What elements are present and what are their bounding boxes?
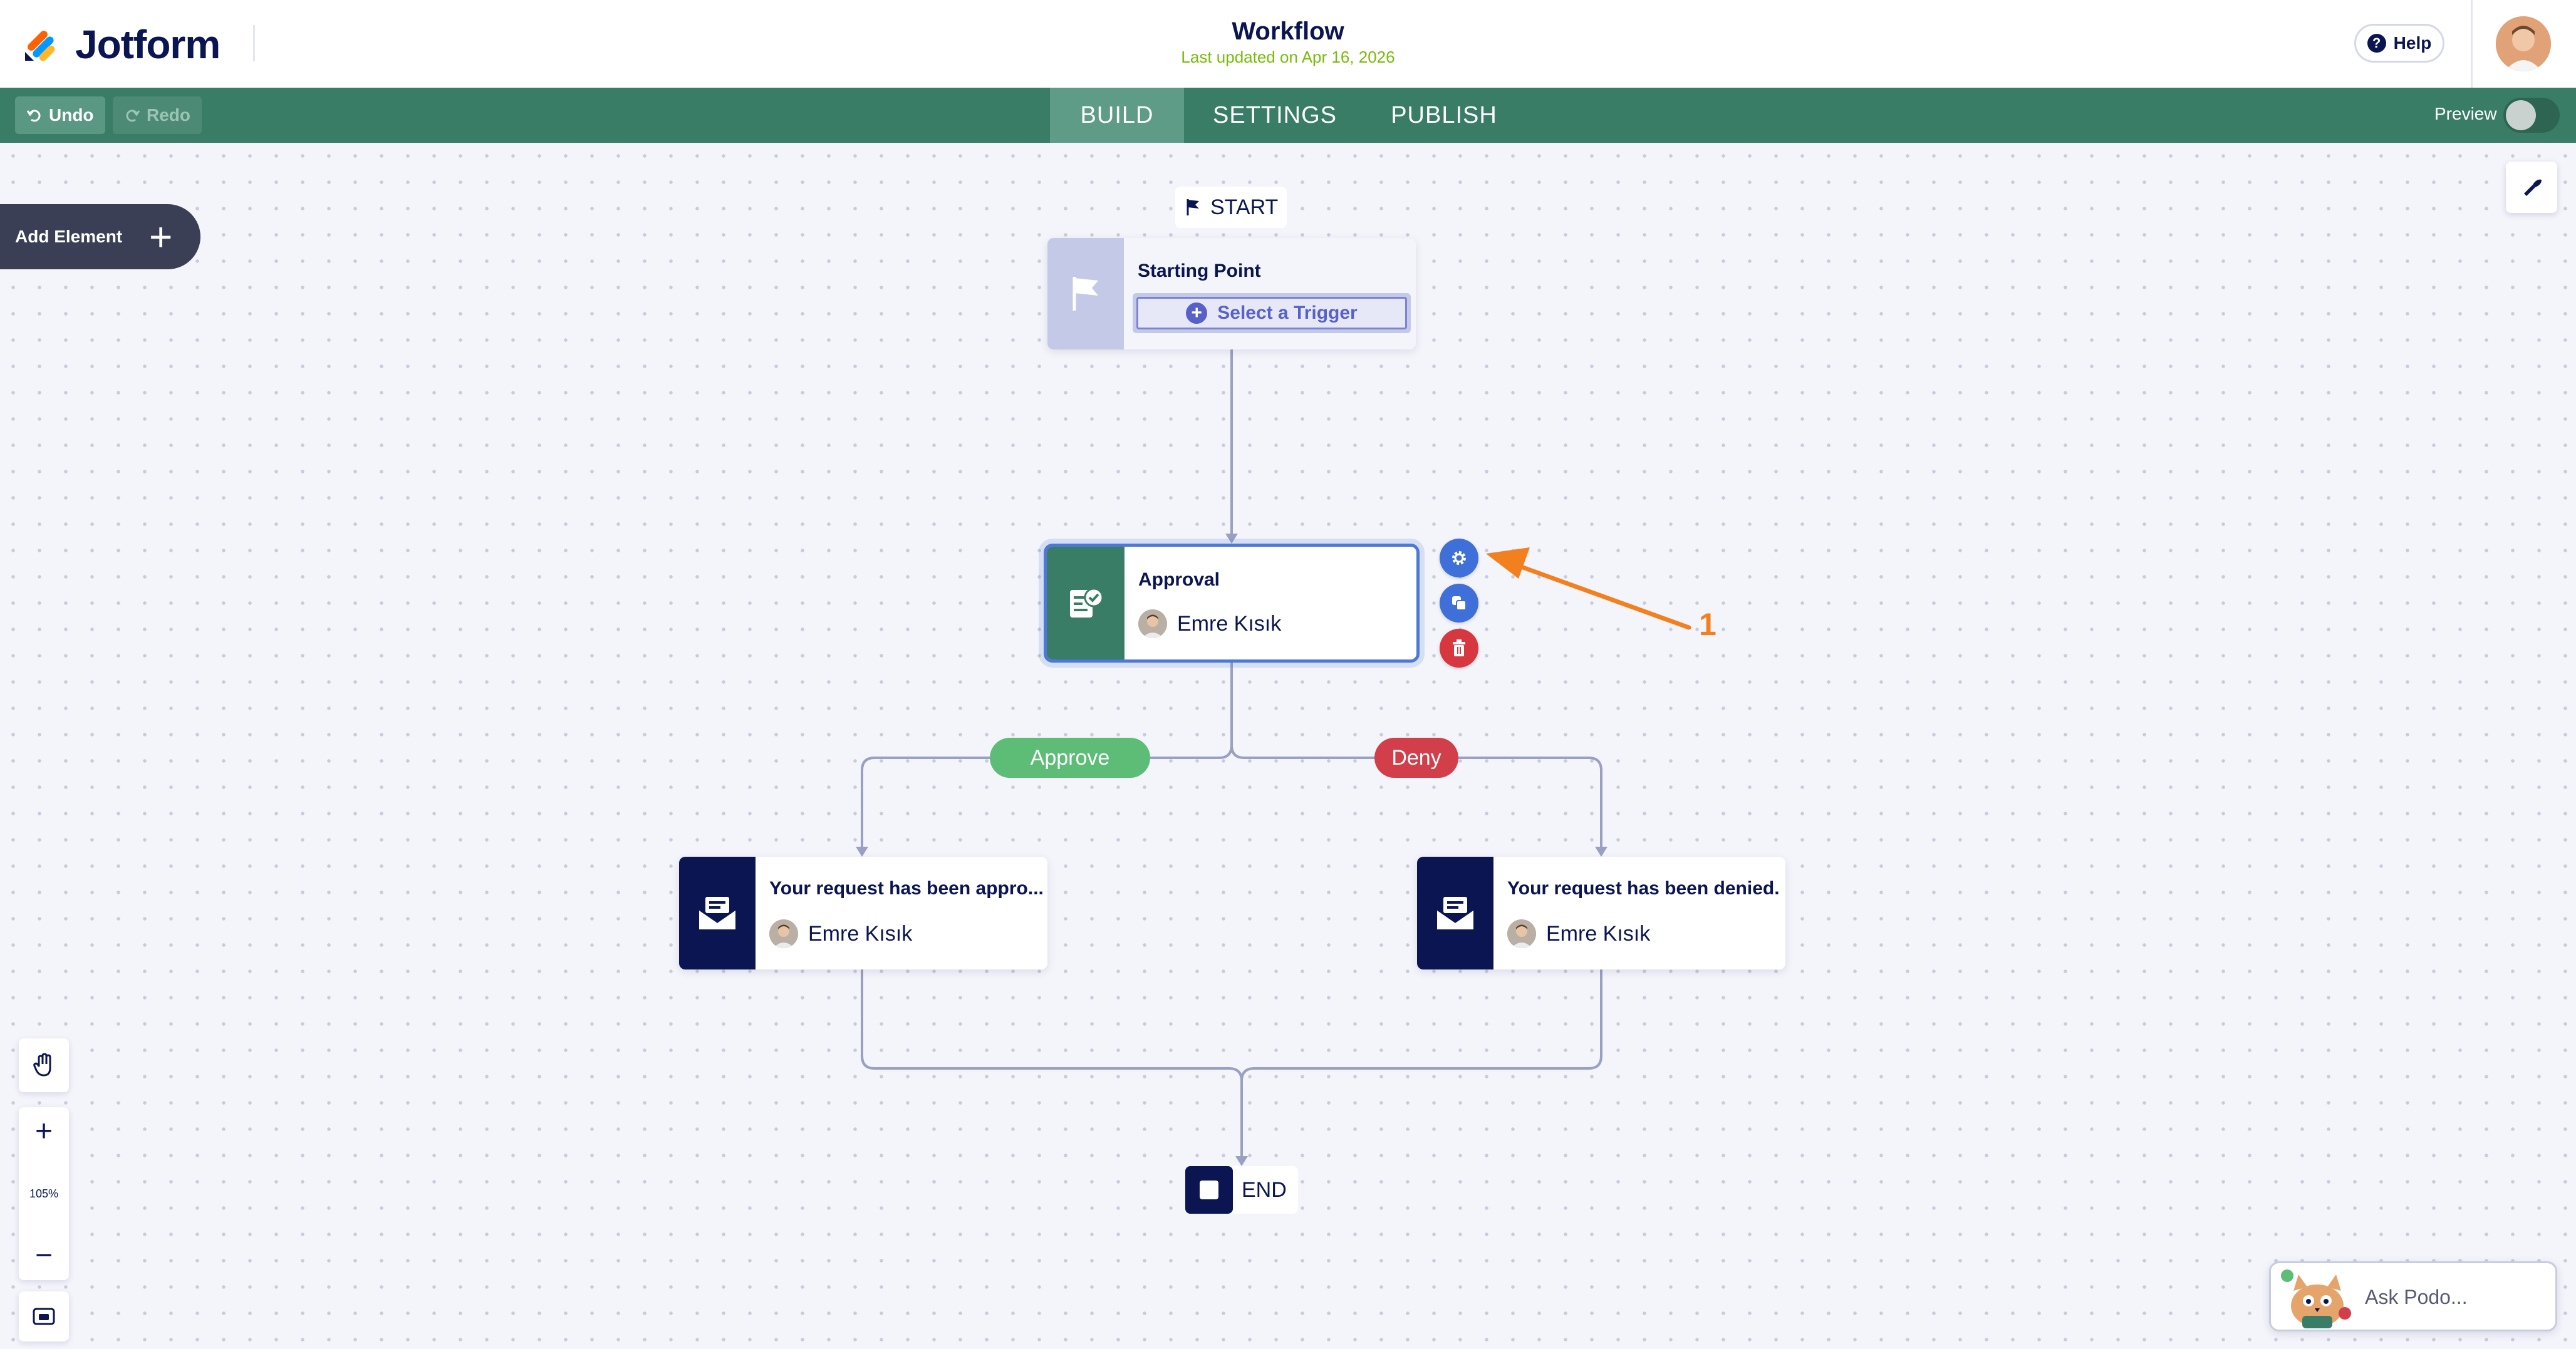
builder-toolbar: Undo Redo BUILD SETTINGS PUBLISH	[0, 88, 2576, 143]
start-label-text: START	[1210, 195, 1279, 219]
delete-node-button[interactable]	[1440, 629, 1478, 668]
select-trigger-inner: + Select a Trigger	[1136, 297, 1407, 329]
select-trigger-label: Select a Trigger	[1217, 302, 1358, 323]
assignee-avatar	[1138, 609, 1167, 638]
flag-icon	[1187, 199, 1199, 215]
user-avatar[interactable]	[2496, 16, 2551, 71]
help-label: Help	[2393, 33, 2432, 53]
starting-point-title: Starting Point	[1138, 261, 1261, 281]
header-divider-right	[2471, 0, 2473, 88]
approved-email-title: Your request has been appro...	[769, 878, 1044, 899]
select-trigger-button[interactable]: + Select a Trigger	[1133, 293, 1411, 333]
approval-check-icon	[1070, 587, 1104, 618]
end-label: END	[1185, 1166, 1298, 1214]
approve-branch-label[interactable]: Approve	[990, 738, 1150, 778]
approval-icon-panel	[1047, 547, 1124, 659]
workflow-title-block: Workflow Last updated on Apr 16, 2026	[1100, 16, 1476, 68]
plus-circle-icon: +	[1186, 302, 1208, 324]
tab-build[interactable]: BUILD	[1050, 88, 1184, 143]
undo-label: Undo	[49, 105, 94, 125]
duplicate-node-button[interactable]	[1440, 584, 1478, 623]
zoom-level: 105%	[29, 1187, 59, 1200]
ask-podo-assistant[interactable]: Ask Podo...	[2269, 1261, 2557, 1331]
denied-email-assignee-name: Emre Kısık	[1546, 921, 1651, 946]
end-label-text: END	[1242, 1177, 1287, 1202]
duplicate-icon	[1452, 596, 1467, 611]
annotation-arrow	[1486, 547, 1691, 630]
deny-branch-label[interactable]: Deny	[1374, 738, 1458, 778]
approval-assignee: Emre Kısık	[1138, 609, 1281, 638]
starting-point-node[interactable]: Starting Point + Select a Trigger	[1047, 238, 1416, 349]
arrowhead-denied	[1595, 847, 1607, 857]
ask-podo-label: Ask Podo...	[2365, 1286, 2468, 1308]
redo-button[interactable]: Redo	[113, 96, 202, 134]
tab-publish[interactable]: PUBLISH	[1391, 101, 1497, 128]
start-label: START	[1175, 187, 1287, 228]
avatar-image	[2496, 16, 2551, 71]
zoom-controls: + 105% −	[19, 1038, 69, 1341]
minimap-icon	[33, 1308, 55, 1325]
gear-icon	[1452, 551, 1466, 565]
approved-email-assignee: Emre Kısık	[769, 919, 912, 948]
last-updated-text: Last updated on Apr 16, 2026	[1181, 48, 1395, 66]
minimap-button[interactable]	[19, 1291, 69, 1341]
page-title[interactable]: Workflow	[1232, 18, 1344, 45]
annotation-number: 1	[1699, 607, 1716, 642]
arrowhead-approval	[1225, 534, 1238, 544]
jotform-logo-icon	[25, 31, 55, 61]
arrowhead-end	[1235, 1156, 1248, 1166]
paint-brush-icon	[2524, 179, 2542, 196]
assignee-avatar	[1507, 919, 1536, 948]
assignee-avatar	[769, 919, 798, 948]
denied-email-title: Your request has been denied.	[1507, 878, 1780, 899]
arrowhead-approved	[856, 847, 868, 857]
podo-mascot-icon	[2281, 1269, 2351, 1328]
envelope-icon	[699, 897, 736, 929]
undo-button[interactable]: Undo	[15, 96, 105, 134]
zoom-out-button[interactable]: −	[34, 1239, 53, 1272]
node-settings-button[interactable]	[1440, 539, 1478, 577]
add-element-button[interactable]: Add Element +	[0, 204, 200, 269]
trash-icon	[1453, 639, 1465, 656]
flag-icon	[1072, 277, 1098, 311]
jotform-logo[interactable]: Jotform	[21, 19, 221, 70]
starting-point-icon-panel	[1047, 238, 1124, 349]
preview-toggle[interactable]	[2503, 98, 2560, 133]
approval-node[interactable]: Approval Emre Kısık	[1044, 544, 1420, 663]
tab-settings[interactable]: SETTINGS	[1212, 101, 1337, 128]
denied-email-node[interactable]: Your request has been denied. Emre Kısık	[1417, 857, 1785, 969]
stop-icon	[1185, 1166, 1233, 1214]
question-circle-icon: ?	[2367, 34, 2386, 53]
top-bar: Jotform Workflow Last updated on Apr 16,…	[0, 0, 2576, 88]
approved-email-node[interactable]: Your request has been appro... Emre Kısı…	[679, 857, 1047, 969]
denied-email-assignee: Emre Kısık	[1507, 919, 1650, 948]
email-icon-panel	[1417, 857, 1493, 969]
zoom-box: + 105% −	[19, 1107, 69, 1280]
zoom-in-button[interactable]: +	[34, 1115, 53, 1148]
connector-deny-branch	[1230, 745, 1602, 849]
email-icon-panel	[679, 857, 756, 969]
theme-tool-button[interactable]	[2506, 162, 2557, 213]
approval-title: Approval	[1138, 569, 1220, 590]
connector-approved-end	[861, 969, 1243, 1159]
pan-tool-button[interactable]	[19, 1038, 69, 1092]
preview-toggle-knob	[2506, 100, 2536, 130]
logo-text: Jotform	[75, 22, 221, 67]
connector-denied-end	[1240, 969, 1602, 1082]
approval-assignee-name: Emre Kısık	[1177, 611, 1282, 636]
hand-icon	[33, 1053, 51, 1077]
header-divider	[253, 25, 255, 61]
add-element-label: Add Element	[15, 227, 123, 246]
plus-icon: +	[149, 214, 173, 259]
redo-label: Redo	[147, 105, 190, 125]
approved-email-assignee-name: Emre Kısık	[808, 921, 913, 946]
envelope-icon	[1436, 897, 1474, 929]
preview-label: Preview	[2434, 104, 2497, 123]
undo-icon	[26, 110, 41, 122]
redo-icon	[126, 110, 140, 122]
help-button[interactable]: ? Help	[2354, 24, 2444, 63]
